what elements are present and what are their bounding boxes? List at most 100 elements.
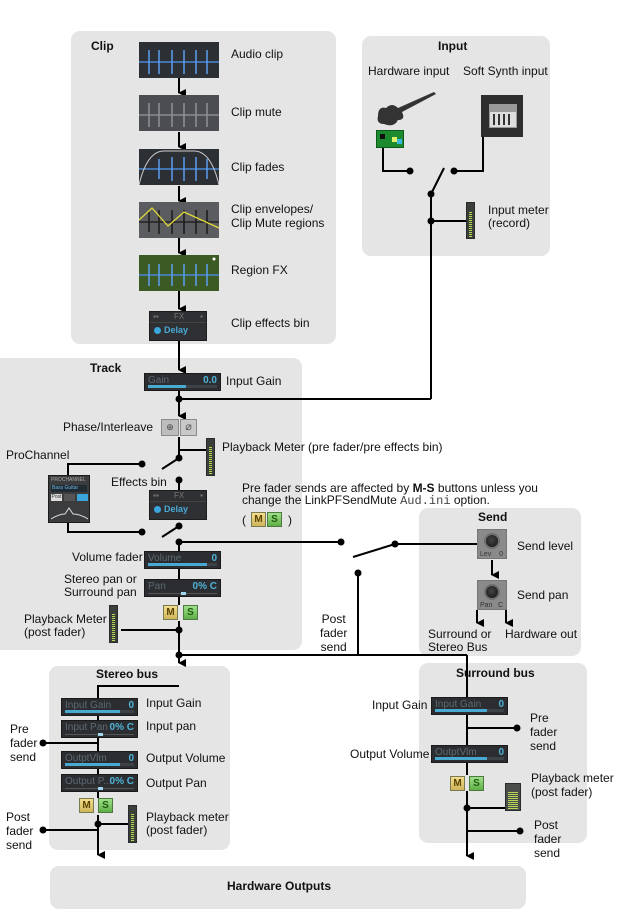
- playback-meter-post-sublabel: (post fader): [24, 625, 86, 639]
- prochannel-post-button[interactable]: Post: [51, 494, 62, 501]
- pan-knob: [181, 592, 187, 595]
- clip-mute-regions-label: Clip Mute regions: [231, 216, 325, 230]
- power-icon: [154, 506, 161, 513]
- surround-pre-fader-send-label: Pre fader send: [530, 711, 558, 753]
- audio-clip-label: Audio clip: [231, 47, 284, 61]
- track-solo-button[interactable]: S: [183, 605, 198, 620]
- input-gain-fill: [65, 710, 121, 713]
- hardware-outputs-panel: [50, 866, 526, 909]
- volume-fill: [148, 563, 207, 566]
- eq-curve-icon: [51, 507, 88, 520]
- hardware-input-label: Hardware input: [368, 64, 450, 78]
- stereo-solo-button[interactable]: S: [98, 798, 113, 813]
- clip-envelopes-thumbnail[interactable]: [139, 202, 219, 238]
- fx-slot-delay[interactable]: Delay: [154, 325, 188, 335]
- stereo-pre-fader-send-label: Pre fader send: [10, 722, 38, 764]
- surround-pan-label: Surround pan: [64, 585, 137, 599]
- track-post-fader-send-label: Post fader send: [320, 612, 348, 654]
- surround-playback-meter-sublabel: (post fader): [531, 785, 593, 799]
- prochannel-preset[interactable]: Bass Guitar: [51, 485, 87, 492]
- surround-solo-button[interactable]: S: [469, 776, 484, 791]
- prochannel-module[interactable]: PROCHANNEL Bass Guitar Post: [48, 475, 90, 523]
- clip-fades-thumbnail[interactable]: [139, 149, 219, 185]
- stereo-bus-dest-label: Stereo Bus: [428, 640, 488, 654]
- stereo-playback-meter: [128, 805, 137, 843]
- guitar-icon: [377, 92, 436, 126]
- playback-meter-post-label: Playback Meter: [24, 612, 107, 626]
- playback-meter-pre-label: Playback Meter (pre fader/pre effects bi…: [222, 440, 443, 454]
- surround-bus-title: Surround bus: [456, 666, 535, 680]
- surround-playback-meter: [505, 783, 521, 811]
- stereo-input-pan-fader[interactable]: Input Pan 0% C: [61, 720, 138, 738]
- output-volume-fill: [435, 757, 487, 760]
- soft-synth-icon: [481, 95, 523, 137]
- surround-post-fader-send-label: Post fader send: [534, 818, 562, 860]
- audio-clip-thumbnail[interactable]: [139, 42, 219, 78]
- volume-fader-label: Volume fader: [72, 550, 143, 564]
- playback-meter-post: [109, 605, 118, 643]
- prochannel-header: PROCHANNEL: [51, 477, 86, 483]
- send-level-label: Send level: [517, 539, 574, 553]
- prochannel-mid-button[interactable]: [64, 494, 75, 501]
- clip-effects-bin[interactable]: ▪▪FX▪ Delay: [149, 311, 207, 341]
- fx-slot-delay[interactable]: Delay: [154, 504, 188, 514]
- surround-output-volume-label: Output Volume: [350, 747, 430, 761]
- stereo-playback-meter-label: Playback meter: [146, 810, 229, 824]
- stereo-input-gain-label: Input Gain: [146, 696, 202, 710]
- clip-panel-title: Clip: [91, 39, 114, 53]
- stereo-output-pan-fader[interactable]: Output P... 0% C: [61, 774, 138, 792]
- track-mute-button[interactable]: M: [163, 605, 178, 620]
- track-panel-title: Track: [90, 361, 122, 375]
- interleave-button[interactable]: ⊕: [161, 419, 179, 436]
- track-effects-bin[interactable]: ▪▪FX▪ Delay: [149, 490, 207, 520]
- input-meter-label: Input meter: [488, 203, 549, 217]
- surround-or-stereo-label: Surround or: [428, 627, 492, 641]
- stereo-bus-title: Stereo bus: [96, 667, 159, 681]
- hardware-outputs-title: Hardware Outputs: [227, 879, 332, 893]
- input-gain-label: Input Gain: [226, 374, 282, 388]
- input-panel-title: Input: [438, 39, 468, 53]
- pan-knob: [98, 787, 104, 790]
- phase-invert-button[interactable]: ⌀: [180, 419, 197, 436]
- surround-input-gain-fader[interactable]: Input Gain 0: [431, 697, 508, 715]
- surround-input-gain-label: Input Gain: [372, 698, 428, 712]
- input-meter: [466, 202, 475, 239]
- track-volume-fader[interactable]: Volume 0: [144, 551, 221, 569]
- region-fx-label: Region FX: [231, 263, 288, 277]
- stereo-output-pan-label: Output Pan: [146, 776, 207, 790]
- send-pan-knob[interactable]: Pan C: [477, 580, 507, 610]
- prochannel-label: ProChannel: [6, 448, 70, 462]
- region-fx-thumbnail[interactable]: [139, 255, 219, 291]
- surround-playback-meter-label: Playback meter: [531, 771, 614, 785]
- note-mute-button: M: [251, 512, 266, 527]
- note-solo-button: S: [267, 512, 282, 527]
- stereo-input-pan-label: Input pan: [146, 719, 197, 733]
- fx-header: FX: [174, 312, 185, 321]
- stereo-mute-button[interactable]: M: [79, 798, 94, 813]
- prochannel-power-button[interactable]: [77, 494, 88, 501]
- track-input-gain-fader[interactable]: Gain 0.0: [144, 373, 221, 391]
- clip-mute-thumbnail[interactable]: [139, 95, 219, 131]
- stereo-output-volume-label: Output Volume: [146, 751, 226, 765]
- stereo-playback-meter-sublabel: (post fader): [146, 823, 208, 837]
- gain-fill: [148, 385, 186, 388]
- stereo-pan-label: Stereo pan or: [64, 572, 137, 586]
- track-pan-fader[interactable]: Pan 0% C: [144, 579, 221, 597]
- pre-fader-note-line2: change the LinkPFSendMute Aud.ini option…: [242, 493, 490, 508]
- clip-fades-label: Clip fades: [231, 160, 285, 174]
- stereo-output-volume-fader[interactable]: OutptVlm 0: [61, 751, 138, 769]
- surround-mute-button[interactable]: M: [450, 776, 465, 791]
- stereo-post-fader-send-label: Post fader send: [6, 810, 34, 852]
- power-icon: [154, 327, 161, 334]
- phase-interleave-label: Phase/Interleave: [63, 420, 154, 434]
- send-level-knob[interactable]: Lev 0: [477, 529, 507, 559]
- stereo-input-gain-fader[interactable]: Input Gain 0: [61, 698, 138, 716]
- audio-interface-icon: [376, 130, 404, 148]
- pre-fader-note-line1: Pre fader sends are affected by M-S butt…: [242, 481, 538, 495]
- note-close-paren: ): [288, 513, 292, 527]
- clip-mute-label: Clip mute: [231, 105, 282, 119]
- clip-effects-bin-label: Clip effects bin: [231, 316, 310, 330]
- send-panel-title: Send: [478, 510, 508, 524]
- surround-output-volume-fader[interactable]: OutptVlm 0: [431, 745, 508, 763]
- playback-meter-pre: [206, 438, 215, 476]
